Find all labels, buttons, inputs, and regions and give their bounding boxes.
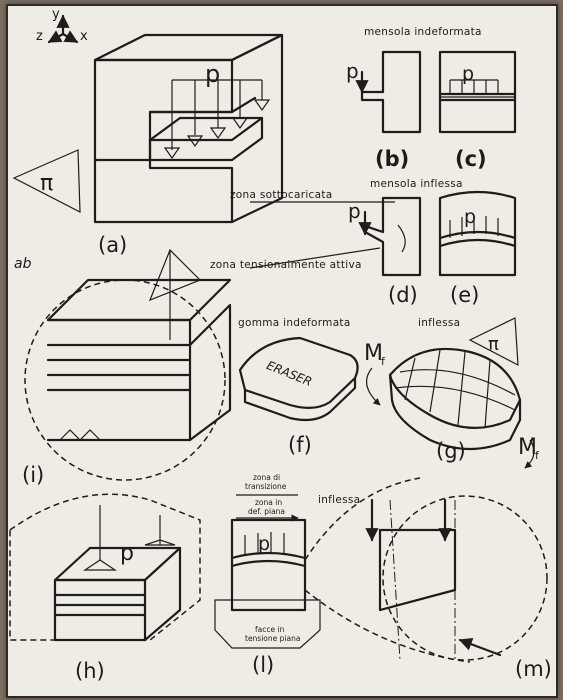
label-stress-active-zone: zona tensionalmente attiva bbox=[210, 259, 362, 271]
pi-symbol-left: π bbox=[40, 171, 53, 196]
moment-sub-right: f bbox=[535, 449, 540, 462]
panel-c-bracket-front: p bbox=[438, 50, 517, 134]
panel-d-bent-bracket-side: p bbox=[249, 196, 422, 277]
side-scribble: ab bbox=[14, 256, 32, 272]
moment-label-right: M bbox=[518, 435, 537, 460]
panel-f-eraser: ERASER bbox=[238, 336, 359, 422]
label-plane-stress-2: tensione piana bbox=[245, 634, 300, 643]
load-p-label-l: p bbox=[258, 533, 270, 555]
label-underloaded-zone: zona sottocaricata bbox=[230, 189, 333, 201]
moment-label-left: M bbox=[364, 341, 383, 366]
load-p-label-b: p bbox=[346, 59, 359, 83]
load-p-label-d: p bbox=[348, 199, 361, 223]
panel-g-bent-eraser: M f M f bbox=[364, 341, 540, 469]
pi-plane-symbol-left: π bbox=[12, 149, 81, 214]
axis-x-label: x bbox=[80, 29, 88, 44]
axis-y-label: y bbox=[52, 7, 60, 22]
panel-label-d: (d) bbox=[388, 283, 418, 307]
heading-bent: inflessa bbox=[418, 317, 460, 329]
label-transition-zone-2: transizione bbox=[245, 482, 287, 491]
pi-plane-symbol-right: π bbox=[468, 317, 519, 367]
panel-i-magnified-section bbox=[24, 248, 232, 481]
load-p-label-c: p bbox=[462, 63, 474, 85]
load-p-label-e: p bbox=[464, 206, 476, 228]
heading-undeformed-bracket: mensola indeformata bbox=[364, 26, 482, 38]
axes-triad: y z x bbox=[36, 7, 88, 44]
load-p-label-h: p bbox=[120, 541, 134, 566]
panel-label-c: (c) bbox=[455, 147, 487, 171]
pi-symbol-right: π bbox=[488, 334, 499, 355]
eraser-text: ERASER bbox=[265, 358, 314, 389]
panel-label-m: (m) bbox=[515, 657, 552, 681]
heading-bent-l: inflessa bbox=[318, 494, 360, 506]
load-p-label-a: p bbox=[205, 60, 220, 88]
label-plane-def-1: zona in bbox=[255, 498, 282, 507]
panel-label-g: (g) bbox=[436, 439, 466, 463]
heading-undeformed-eraser: gomma indeformata bbox=[238, 317, 351, 329]
panel-label-a: (a) bbox=[98, 233, 127, 257]
panel-label-b: (b) bbox=[375, 147, 409, 171]
label-transition-zone-1: zona di bbox=[253, 473, 280, 482]
panel-m-magnified-corner bbox=[304, 477, 548, 663]
moment-sub-left: f bbox=[381, 355, 386, 368]
panel-e-bent-bracket-front: p bbox=[438, 190, 517, 277]
leader-stress-active bbox=[249, 247, 381, 269]
panel-label-f: (f) bbox=[288, 433, 312, 457]
panel-b-bracket-side: p bbox=[346, 50, 422, 134]
panel-label-h: (h) bbox=[75, 659, 105, 683]
panel-label-i: (i) bbox=[22, 463, 44, 487]
panel-l-bent-section: zona di transizione zona in def. piana p… bbox=[214, 473, 321, 649]
label-plane-stress-1: facce in bbox=[255, 625, 285, 634]
panel-h-bracket-detail: p bbox=[9, 493, 201, 642]
panel-a-bracket-block: p bbox=[93, 33, 284, 224]
panel-label-e: (e) bbox=[450, 283, 479, 307]
label-plane-def-2: def. piana bbox=[248, 507, 285, 516]
panel-label-l: (l) bbox=[252, 653, 274, 677]
axis-z-label: z bbox=[36, 29, 43, 44]
heading-bent-bracket: mensola inflessa bbox=[370, 178, 463, 190]
